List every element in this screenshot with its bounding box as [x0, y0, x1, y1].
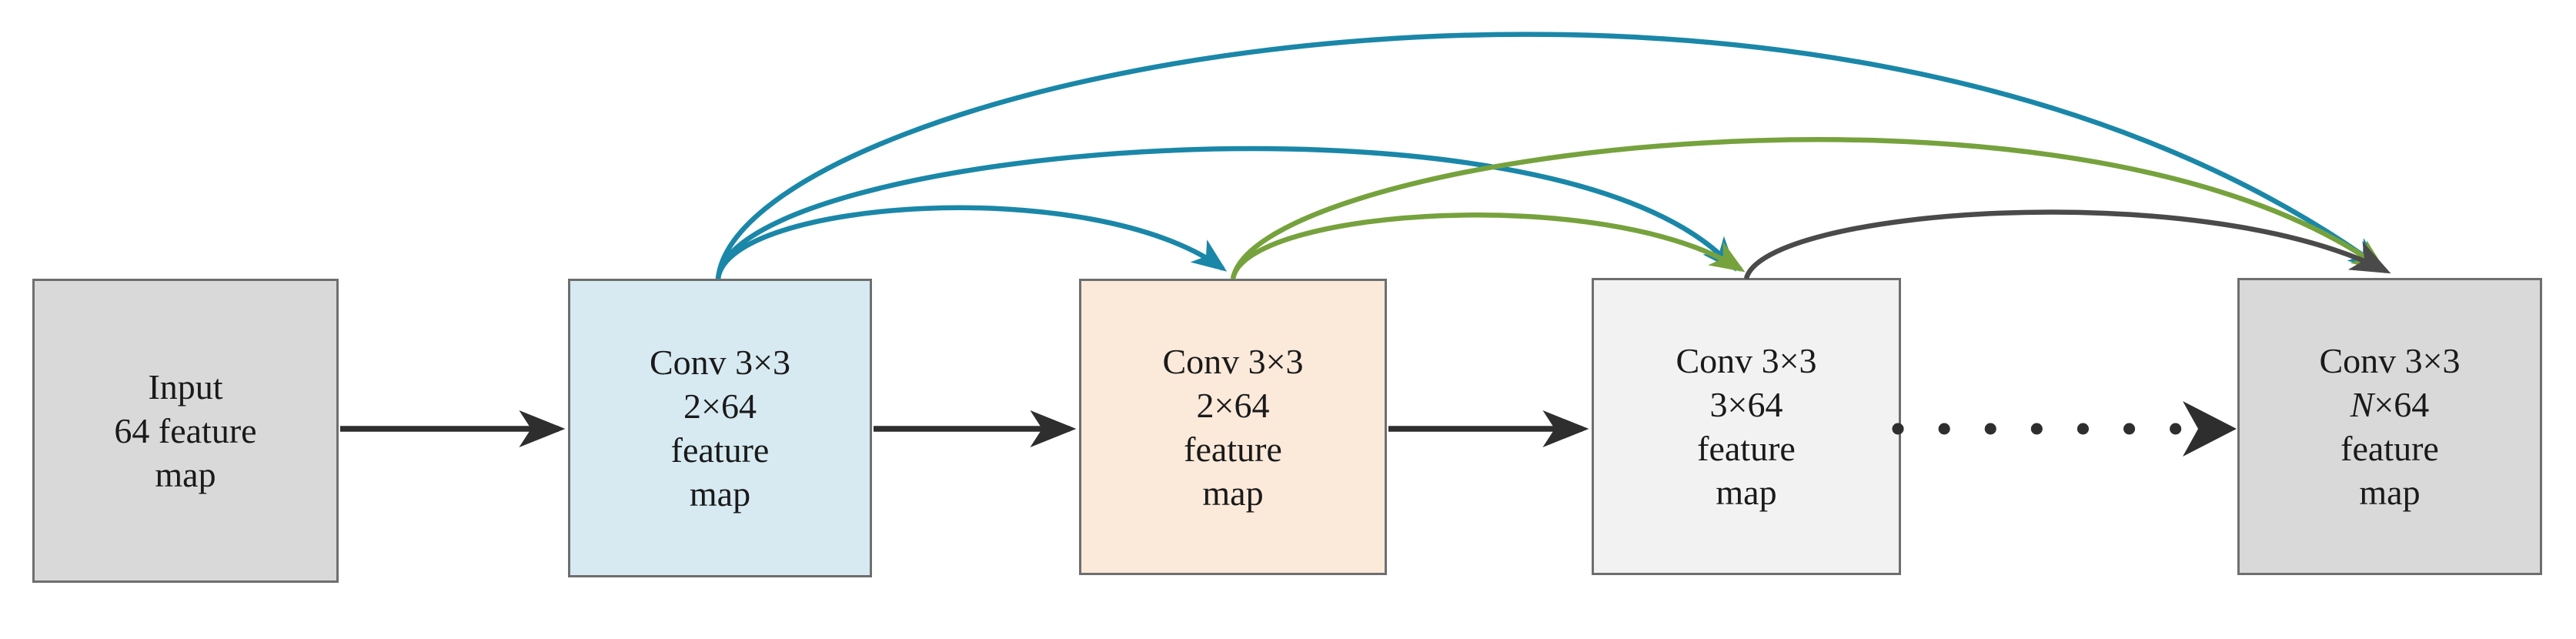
node-label-line: Input	[148, 367, 223, 406]
node-label-line: Conv 3×3	[2319, 341, 2461, 380]
skip-curve-conv2-to-conv3	[1230, 212, 1746, 279]
node-label-line: 2×64	[683, 386, 757, 426]
node-label-line: map	[1202, 473, 1264, 513]
skip-curve-conv2-to-convN	[1230, 137, 2387, 279]
node-label-line: feature	[2340, 429, 2439, 468]
node-label-line: Conv 3×3	[649, 343, 791, 382]
skip-curve-conv1-to-conv3	[715, 146, 1737, 279]
node-label-line: 64 feature	[114, 411, 257, 450]
node-label-line: feature	[670, 430, 770, 470]
node-conv1: Conv 3×3 2×64 feature map	[568, 279, 872, 577]
node-label-line: Conv 3×3	[1162, 341, 1304, 381]
node-input-feature-map: Input 64 feature map	[32, 279, 339, 583]
node-label-line: map	[1716, 473, 1777, 512]
node-conv2: Conv 3×3 2×64 feature map	[1079, 279, 1387, 575]
dotted-arrowhead-convN	[2183, 401, 2237, 457]
node-label-line: 2×64	[1196, 385, 1270, 425]
node-label-line: map	[2359, 473, 2421, 512]
skip-curve-conv1-to-convN	[715, 32, 2384, 279]
node-label-line: feature	[1697, 429, 1796, 468]
skip-curve-conv1-to-conv2	[715, 205, 1228, 279]
node-label-line: 3×64	[1709, 385, 1783, 424]
node-label-variable-n: N	[2350, 385, 2374, 424]
node-label-line: feature	[1184, 429, 1282, 469]
node-conv3: Conv 3×3 3×64 feature map	[1592, 278, 1901, 575]
node-label-line: map	[155, 455, 216, 494]
node-label-line-rest: ×64	[2374, 385, 2430, 424]
node-label-line: map	[689, 474, 751, 514]
skip-curve-conv3-to-convN	[1743, 209, 2391, 280]
node-label-line: Conv 3×3	[1676, 341, 1817, 380]
node-convN: Conv 3×3 N×64 feature map	[2237, 278, 2542, 575]
node-label-line: N×64	[2350, 383, 2430, 427]
